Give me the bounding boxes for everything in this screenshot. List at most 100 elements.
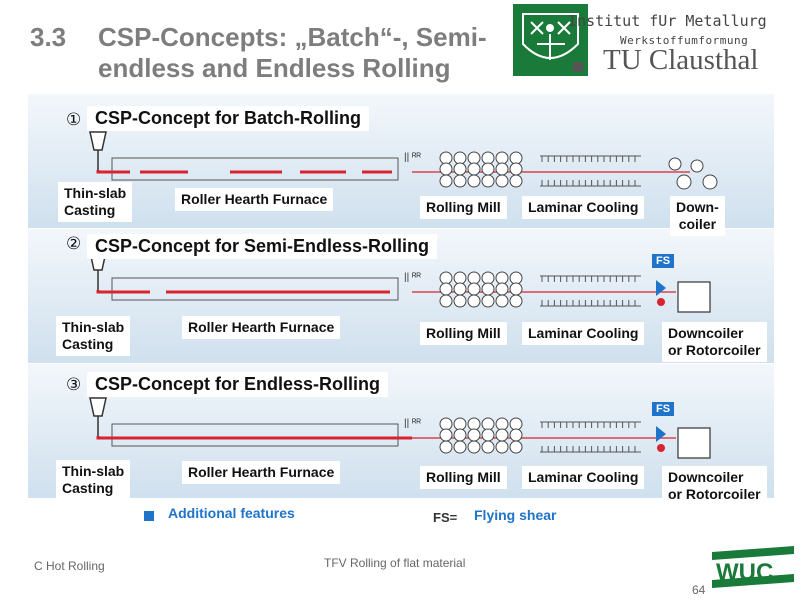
- label-rolling-mill: Rolling Mill: [420, 196, 507, 219]
- label-thin-slab-casting: Thin-slab Casting: [58, 182, 133, 222]
- slab-strip: [96, 436, 412, 440]
- label-roller-hearth-furnace: Roller Hearth Furnace: [182, 461, 341, 484]
- roll-icon: [481, 417, 495, 431]
- legend-square-icon: [144, 511, 154, 521]
- roll-icon: [481, 294, 495, 308]
- legend-flying-shear: Flying shear: [466, 504, 596, 526]
- descaler-icon: || ᴿᴿ: [404, 418, 421, 429]
- roll-icon: [509, 174, 523, 188]
- descaler-icon: || ᴿᴿ: [404, 272, 421, 283]
- slide-title: 3.3 CSP-Concepts: „Batch“-, Semi- endless…: [30, 22, 510, 84]
- roll-icon: [509, 294, 523, 308]
- roll-icon: [467, 174, 481, 188]
- flying-shear-icon: [656, 280, 666, 296]
- roll-icon: [467, 151, 481, 165]
- label-rolling-mill: Rolling Mill: [420, 322, 507, 345]
- label-thin-slab-casting: Thin-slab Casting: [56, 460, 131, 500]
- label-laminar-cooling: Laminar Cooling: [522, 196, 645, 219]
- label-downcoiler-rotorcoiler: Downcoiler or Rotorcoiler: [662, 322, 767, 362]
- institute-name: Institut fUr Metallurg: [568, 12, 767, 30]
- label-roller-hearth-furnace: Roller Hearth Furnace: [175, 188, 334, 211]
- roll-icon: [509, 428, 523, 442]
- flying-shear-icon: [656, 426, 666, 442]
- roll-icon: [453, 271, 467, 285]
- label-roller-hearth-furnace: Roller Hearth Furnace: [182, 316, 341, 339]
- pinch-roll-icon: [690, 159, 704, 173]
- furnace-outline: [111, 423, 399, 447]
- roll-icon: [495, 162, 509, 176]
- roll-icon: [453, 417, 467, 431]
- roll-icon: [453, 174, 467, 188]
- legend-additional-features: Additional features: [160, 502, 342, 524]
- roll-icon: [453, 294, 467, 308]
- roll-icon: [439, 162, 453, 176]
- legend-fs-prefix: FS=: [433, 510, 458, 525]
- svg-text:WUC: WUC: [716, 559, 773, 586]
- roll-icon: [439, 271, 453, 285]
- roll-icon: [467, 282, 481, 296]
- rotorcoiler-icon: [677, 281, 711, 313]
- roll-icon: [439, 428, 453, 442]
- label-downcoiler: Down- coiler: [670, 196, 725, 236]
- roll-icon: [481, 174, 495, 188]
- slab-strip: [96, 170, 130, 174]
- university-name: TU Clausthal: [603, 44, 759, 76]
- flying-shear-blade-icon: [657, 444, 665, 452]
- roll-icon: [495, 151, 509, 165]
- roll-icon: [509, 162, 523, 176]
- roll-icon: [509, 440, 523, 454]
- roll-icon: [467, 428, 481, 442]
- title-line-1: CSP-Concepts: „Batch“-, Semi-: [98, 22, 487, 52]
- roll-icon: [509, 417, 523, 431]
- wuc-logo: WUC: [712, 546, 794, 594]
- square-bullet-icon: [573, 62, 583, 72]
- roll-icon: [481, 162, 495, 176]
- footer-section: C Hot Rolling: [34, 559, 105, 573]
- roll-icon: [509, 282, 523, 296]
- label-thin-slab-casting: Thin-slab Casting: [56, 316, 131, 356]
- page-number: 64: [692, 583, 706, 597]
- roll-icon: [467, 417, 481, 431]
- roll-icon: [439, 417, 453, 431]
- label-laminar-cooling: Laminar Cooling: [522, 322, 645, 345]
- roll-icon: [481, 151, 495, 165]
- roll-icon: [495, 271, 509, 285]
- roll-icon: [439, 440, 453, 454]
- furnace-outline: [111, 277, 399, 301]
- roll-icon: [439, 294, 453, 308]
- roll-icon: [495, 294, 509, 308]
- furnace-outline: [111, 157, 399, 181]
- caster-mould-icon: [89, 131, 107, 151]
- roll-icon: [453, 440, 467, 454]
- roll-icon: [481, 440, 495, 454]
- title-line-2: endless and Endless Rolling: [98, 53, 451, 83]
- concept-number-3: ③: [66, 375, 82, 394]
- roll-icon: [467, 271, 481, 285]
- roll-icon: [467, 294, 481, 308]
- roll-icon: [495, 428, 509, 442]
- roll-icon: [495, 440, 509, 454]
- concept-number-2: ②: [66, 234, 82, 253]
- institute-subtitle: Werkstoffumformung: [620, 34, 749, 47]
- roll-icon: [481, 271, 495, 285]
- roll-icon: [439, 151, 453, 165]
- concept-number-1: ①: [66, 110, 82, 129]
- title-number: 3.3: [30, 22, 67, 52]
- roll-icon: [467, 162, 481, 176]
- label-laminar-cooling: Laminar Cooling: [522, 466, 645, 489]
- rotorcoiler-icon: [677, 427, 711, 459]
- roll-icon: [439, 174, 453, 188]
- footer-course: TFV Rolling of flat material: [324, 556, 466, 570]
- roll-icon: [495, 417, 509, 431]
- roll-icon: [453, 428, 467, 442]
- flying-shear-tag: FS: [652, 254, 675, 268]
- roll-icon: [495, 282, 509, 296]
- concept-title-batch: CSP-Concept for Batch-Rolling: [87, 106, 369, 131]
- label-downcoiler-rotorcoiler: Downcoiler or Rotorcoiler: [662, 466, 767, 506]
- roll-icon: [481, 428, 495, 442]
- concept-title-endless: CSP-Concept for Endless-Rolling: [87, 372, 389, 397]
- slab-strip: [96, 290, 150, 294]
- roll-icon: [481, 282, 495, 296]
- label-rolling-mill: Rolling Mill: [420, 466, 507, 489]
